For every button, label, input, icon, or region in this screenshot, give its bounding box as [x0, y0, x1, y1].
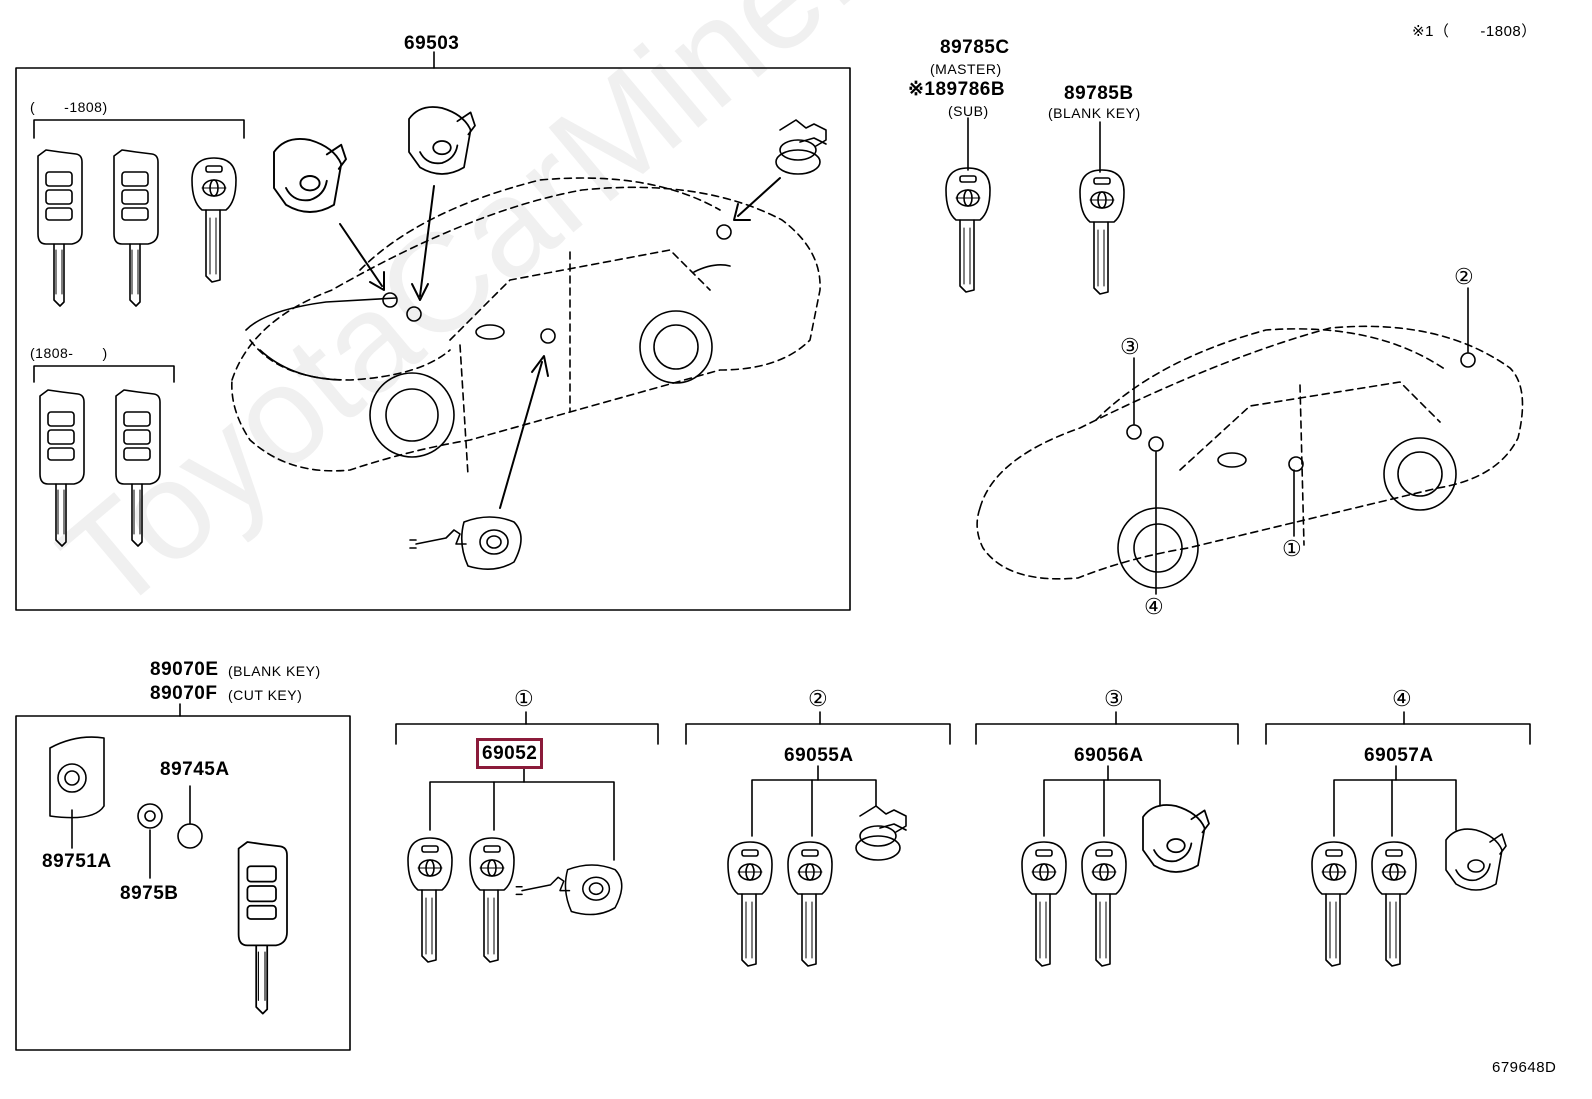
- group-marker-4: ④: [1392, 686, 1413, 711]
- date-range-late: (1808- ): [30, 345, 108, 361]
- part-note-sub: (SUB): [948, 103, 989, 119]
- position-marker-2: ②: [1454, 264, 1475, 289]
- part-label-69503[interactable]: 69503: [404, 33, 460, 54]
- diagram-id: 679648D: [1492, 1059, 1557, 1076]
- date-range-early: ( -1808): [30, 99, 108, 115]
- position-marker-3: ③: [1120, 334, 1141, 359]
- part-note-master: (MASTER): [930, 61, 1002, 77]
- part-label-69052[interactable]: 69052: [475, 738, 544, 769]
- position-marker-1: ①: [1282, 536, 1303, 561]
- part-label-69057A[interactable]: 69057A: [1364, 745, 1434, 766]
- part-label-89745A[interactable]: 89745A: [160, 759, 230, 780]
- group-marker-2: ②: [808, 686, 829, 711]
- part-label-89785B[interactable]: 89785B: [1064, 83, 1134, 104]
- footnote: ※1（ -1808）: [1412, 23, 1537, 40]
- group-marker-1: ①: [514, 686, 535, 711]
- part-note-blank-key-2: (BLANK KEY): [228, 663, 321, 679]
- part-label-8975B[interactable]: 8975B: [120, 883, 179, 904]
- part-label-89785C[interactable]: 89785C: [940, 37, 1010, 58]
- group-marker-3: ③: [1104, 686, 1125, 711]
- part-label-89786B[interactable]: ※189786B: [908, 79, 1006, 100]
- position-marker-4: ④: [1144, 594, 1165, 619]
- part-label-69055A[interactable]: 69055A: [784, 745, 854, 766]
- part-label-69056A[interactable]: 69056A: [1074, 745, 1144, 766]
- part-note-blank-key: (BLANK KEY): [1048, 105, 1141, 121]
- part-label-89070F[interactable]: 89070F: [150, 683, 218, 704]
- part-label-89751A[interactable]: 89751A: [42, 851, 112, 872]
- part-label-89070E[interactable]: 89070E: [150, 659, 219, 680]
- part-note-cut-key: (CUT KEY): [228, 687, 303, 703]
